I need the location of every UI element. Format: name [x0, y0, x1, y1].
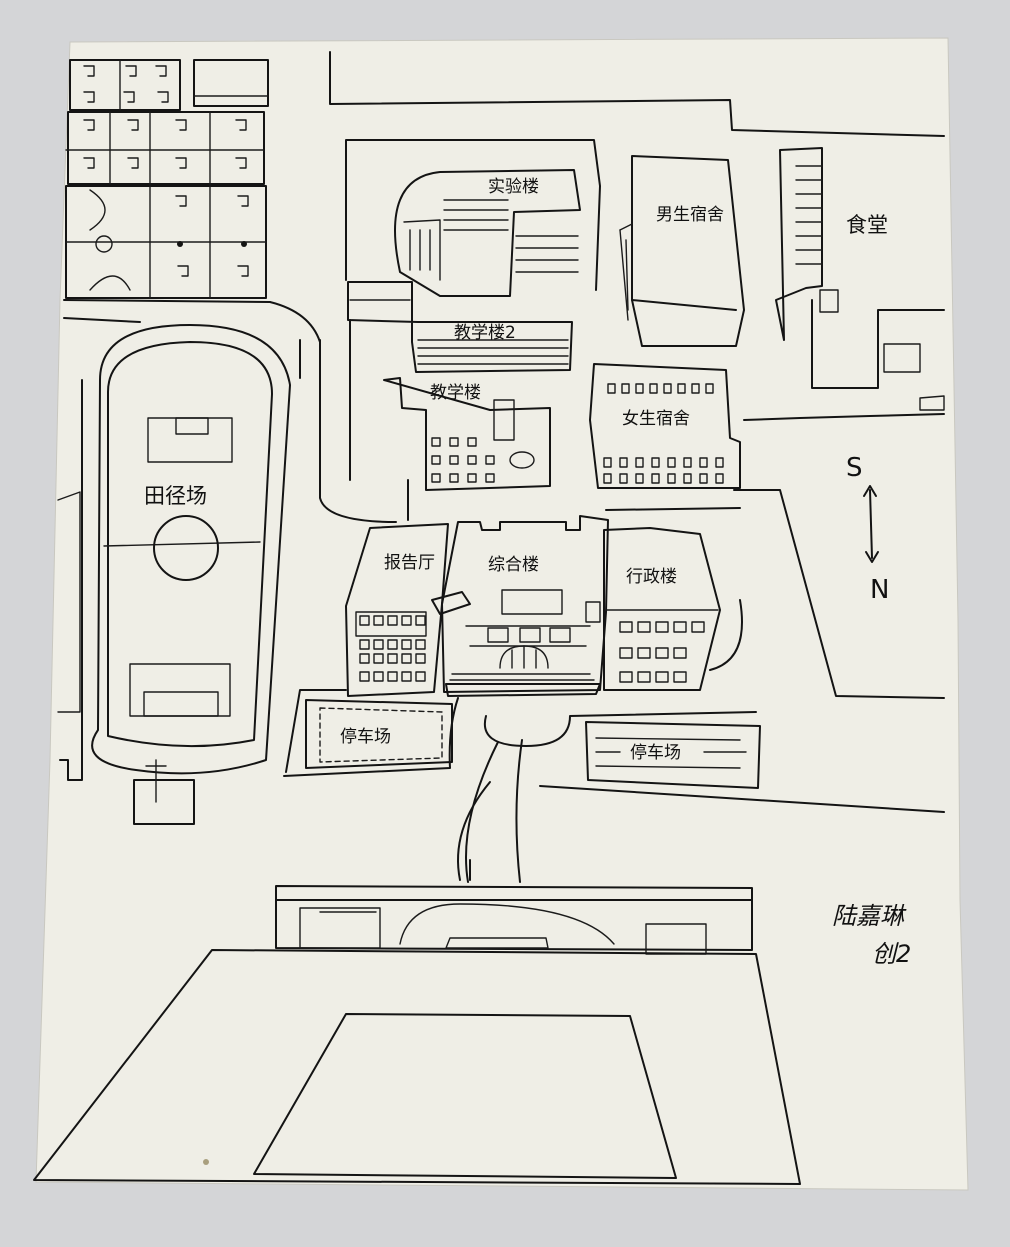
compass-north-label: N — [870, 575, 889, 605]
admin-building-label: 行政楼 — [626, 567, 677, 587]
signature-class: 创2 — [872, 940, 911, 968]
compass-south-label: S — [846, 453, 863, 483]
lecture-hall-label: 报告厅 — [384, 553, 435, 573]
athletics-field: 田径场 — [57, 324, 291, 825]
girls-dorm-label: 女生宿舍 — [622, 409, 690, 429]
basketball-courts — [65, 59, 269, 299]
teaching-building-2-label: 教学楼2 — [454, 323, 516, 343]
lab-building: 实验楼 — [345, 139, 601, 297]
top-road — [63, 51, 945, 343]
canteen: 食堂 — [775, 147, 945, 411]
teaching-building-2: 教学楼2 — [347, 281, 573, 373]
signature-name: 陆嘉琳 — [832, 902, 907, 930]
athletics-field-label: 田径场 — [144, 484, 207, 508]
boys-dorm: 男生宿舍 — [619, 155, 745, 347]
complex-buildings: 报告厅 综合楼 行政楼 — [345, 515, 721, 697]
signature: 陆嘉琳 创2 — [832, 902, 911, 968]
girls-dorm: 女生宿舍 — [589, 363, 741, 489]
complex-building-label: 综合楼 — [488, 555, 539, 575]
teaching-building: 教学楼 — [349, 319, 551, 521]
parking-lot-west-label: 停车场 — [340, 727, 391, 747]
boys-dorm-label: 男生宿舍 — [656, 205, 724, 225]
lab-building-label: 实验楼 — [488, 177, 539, 197]
compass: S N — [846, 453, 889, 605]
teaching-building-label: 教学楼 — [430, 383, 481, 403]
canteen-label: 食堂 — [846, 213, 888, 237]
school-gate — [275, 885, 753, 955]
parking-lot-east: 停车场 — [585, 721, 761, 789]
parking-lot-east-label: 停车场 — [630, 743, 681, 763]
foreground-roof — [33, 949, 801, 1185]
parking-lot-west: 停车场 — [305, 699, 453, 769]
